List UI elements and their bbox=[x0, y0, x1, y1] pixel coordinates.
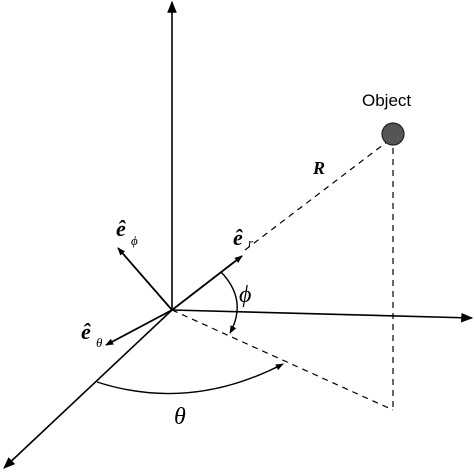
theta-label: θ bbox=[174, 404, 186, 430]
ephi-label-base: ê bbox=[116, 216, 126, 241]
etheta-label-subscript: θ bbox=[96, 335, 103, 350]
er-label-base: ê bbox=[233, 225, 243, 250]
ephi-label-subscript: ϕ bbox=[131, 233, 138, 248]
phi-label: ϕ bbox=[239, 282, 251, 308]
er-vector bbox=[171, 255, 243, 311]
etheta-vector bbox=[105, 309, 173, 346]
object-label: Object bbox=[362, 91, 411, 110]
etheta-label-base: ê bbox=[81, 319, 91, 344]
object-marker bbox=[381, 122, 405, 146]
theta-angle-arc bbox=[96, 363, 284, 395]
projection-line bbox=[171, 309, 394, 411]
r-label: R bbox=[312, 158, 325, 178]
radius-line bbox=[244, 137, 393, 251]
phi-angle-arc bbox=[220, 271, 238, 334]
er-label-subscript: r bbox=[248, 235, 254, 250]
er-label: ê r bbox=[233, 225, 254, 250]
x-axis bbox=[3, 309, 173, 469]
etheta-label: ê θ bbox=[81, 319, 103, 350]
y-axis bbox=[171, 309, 474, 323]
ephi-label: ê ϕ bbox=[116, 216, 138, 248]
ephi-vector bbox=[117, 247, 173, 311]
